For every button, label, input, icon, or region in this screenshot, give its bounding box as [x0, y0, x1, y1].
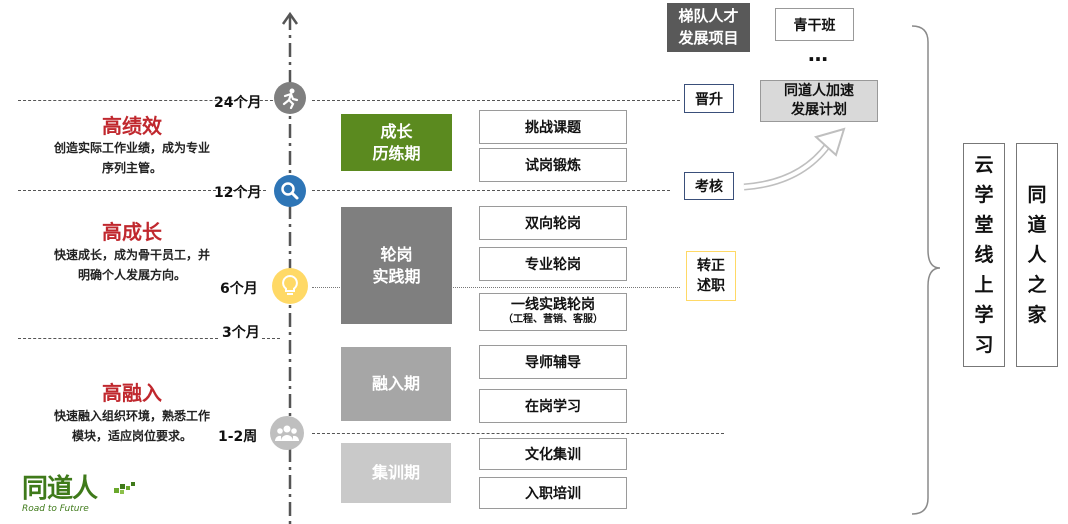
item-entry: 入职培训 [479, 477, 627, 509]
item-challenge: 挑战课题 [479, 110, 627, 144]
stage-training: 集训期 [341, 443, 451, 503]
divider-3 [18, 338, 218, 339]
time-6-months: 6个月 [220, 281, 258, 297]
heading-high-integration: 高融入 [102, 381, 162, 405]
time-3-months: 3个月 [222, 325, 260, 341]
ladder-program-label: 梯队人才发展项目 [667, 3, 750, 52]
divider-3-right [262, 338, 280, 339]
divider-24 [18, 100, 278, 101]
divider-6-right [312, 287, 680, 288]
time-12-months: 12个月 [214, 185, 262, 201]
search-icon [274, 175, 306, 207]
time-24-months: 24个月 [214, 95, 262, 111]
tag-promote: 晋升 [684, 84, 734, 113]
heading-high-growth: 高成长 [102, 220, 162, 244]
tongdaoren-home-box: 同道人之家 [1016, 143, 1058, 367]
item-mentor: 导师辅导 [479, 345, 627, 379]
heading-high-performance: 高绩效 [102, 114, 162, 138]
divider-12 [18, 190, 266, 191]
desc-high-performance: 创造实际工作业绩，成为专业序列主管。 [53, 141, 210, 175]
divider-12-right [312, 190, 670, 191]
item-professional: 专业轮岗 [479, 247, 627, 281]
youth-cadre-class: 青干班 [775, 8, 854, 41]
item-trial: 试岗锻炼 [479, 148, 627, 182]
desc-high-growth: 快速成长，成为骨干员工，并明确个人发展方向。 [53, 248, 210, 282]
company-logo: 同道人 Road to Future [22, 474, 138, 518]
lightbulb-icon [272, 268, 308, 304]
group-icon [270, 416, 304, 450]
divider-12w-right [312, 433, 724, 434]
stage-integration: 融入期 [341, 347, 451, 421]
item-culture: 文化集训 [479, 438, 627, 470]
ellipsis: … [808, 42, 828, 66]
item-frontline: 一线实践轮岗 （工程、营销、客服） [479, 293, 627, 331]
curved-arrow [743, 127, 846, 191]
stage-growth: 成长历练期 [341, 114, 452, 171]
desc-high-integration: 快速融入组织环境，熟悉工作模块，适应岗位要求。 [53, 409, 210, 443]
runner-icon [274, 82, 306, 114]
tag-regular: 转正述职 [686, 251, 736, 301]
right-brace [911, 25, 941, 515]
divider-24-right [312, 100, 680, 101]
stage-rotation: 轮岗实践期 [341, 207, 452, 324]
item-bidirectional: 双向轮岗 [479, 206, 627, 240]
time-1-2-weeks: 1-2周 [218, 429, 258, 445]
acceleration-plan: 同道人加速发展计划 [760, 80, 878, 122]
tag-assess: 考核 [684, 172, 734, 200]
cloud-learning-box: 云学堂线上学习 [963, 143, 1005, 367]
item-onjob: 在岗学习 [479, 389, 627, 423]
